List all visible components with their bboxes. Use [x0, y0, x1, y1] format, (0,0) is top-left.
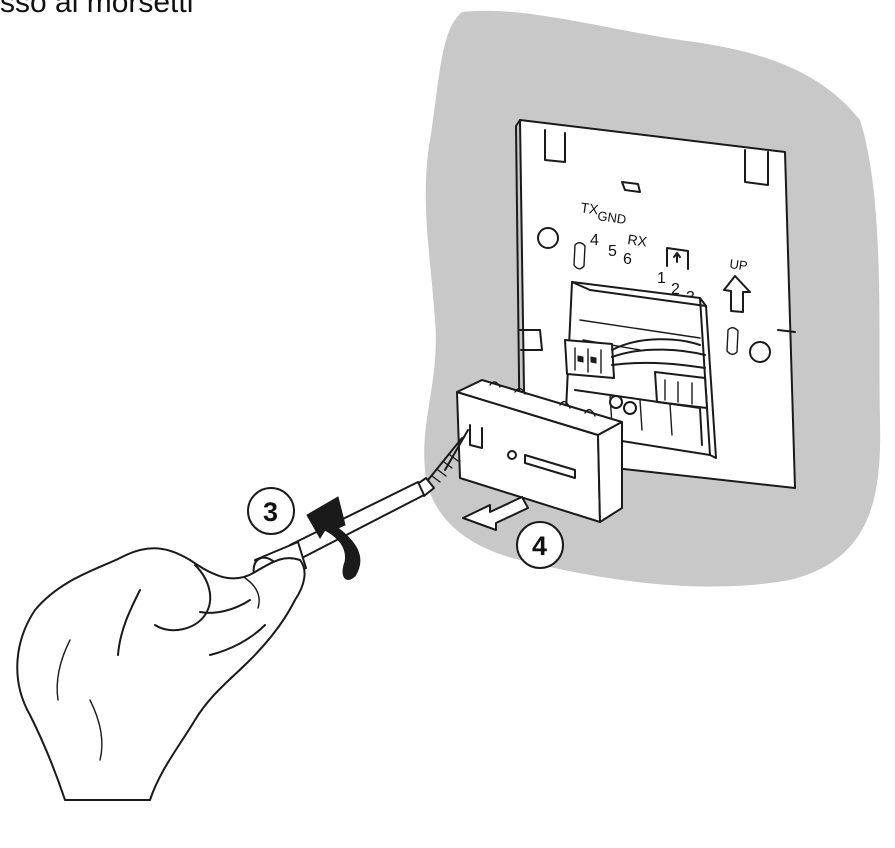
up-label: UP	[729, 256, 749, 273]
step-3-number: 3	[263, 497, 278, 527]
label-tx: TX	[580, 199, 601, 217]
diagram-caption: sso ai morsetti	[0, 0, 194, 19]
terminal-block-housing	[564, 281, 717, 459]
terminal-symbol-icon	[666, 247, 689, 270]
pull-direction-arrow-icon	[462, 496, 529, 531]
up-indicator: UP	[723, 256, 751, 313]
label-num-5: 5	[608, 243, 617, 260]
step-4-marker: 4	[516, 521, 564, 569]
label-num-6: 6	[623, 251, 632, 268]
step-3-marker: 3	[247, 487, 295, 535]
label-num-1: 1	[657, 270, 666, 287]
label-rx: RX	[627, 231, 649, 250]
label-num-4: 4	[590, 232, 599, 249]
up-arrow-icon	[723, 275, 751, 313]
screw	[415, 429, 469, 497]
label-gnd: GND	[597, 208, 628, 227]
label-num-2: 2	[671, 281, 680, 298]
step-4-number: 4	[532, 531, 547, 561]
rotate-arrow-icon	[306, 496, 361, 580]
terminal-cover	[456, 379, 623, 523]
terminal-labels-tx-gnd-rx: TX GND RX 4 5 6	[580, 199, 649, 268]
hand	[16, 547, 306, 801]
